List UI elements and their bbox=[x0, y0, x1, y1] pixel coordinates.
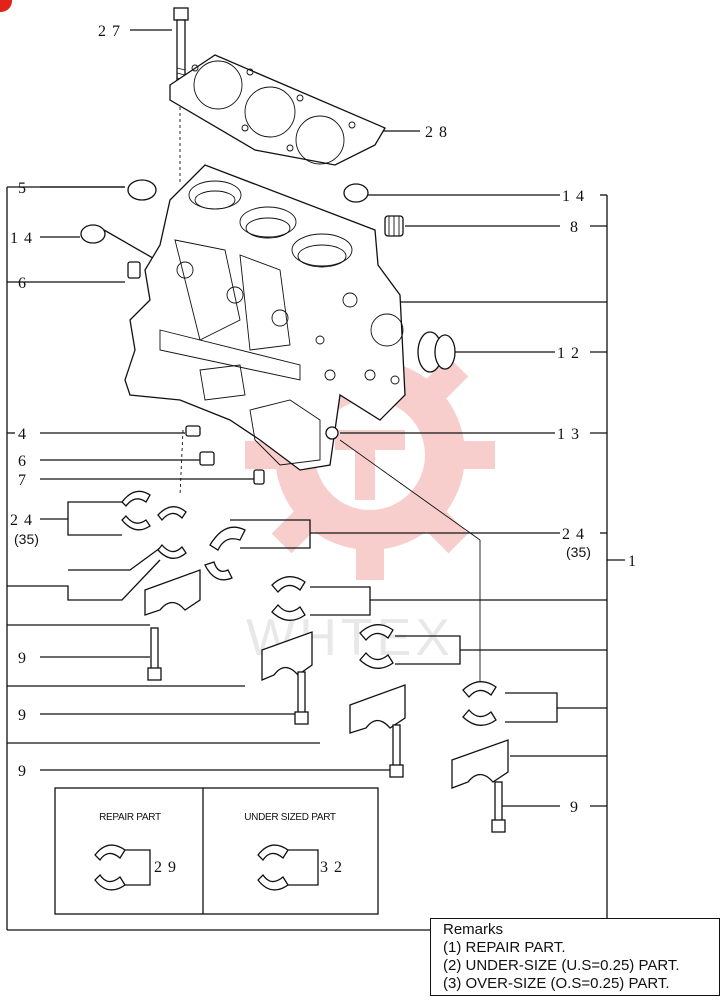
callout-28: 28 bbox=[425, 124, 453, 141]
bearing-cap-1 bbox=[144, 569, 201, 616]
callout-12: 12 bbox=[557, 345, 585, 362]
plug-6-low bbox=[199, 451, 215, 466]
cap-bolt-9-c bbox=[389, 724, 404, 778]
head-bolt-27 bbox=[173, 7, 189, 83]
callout-1: 1 bbox=[628, 553, 642, 570]
bearing-pair-c bbox=[462, 681, 497, 726]
bearing-set-24-right bbox=[204, 526, 246, 581]
sublabel-35-right: (35) bbox=[566, 544, 591, 560]
plug-5 bbox=[127, 179, 157, 201]
plug-8 bbox=[384, 215, 404, 237]
repair-box: REPAIR PART UNDER SIZED PART bbox=[54, 787, 379, 915]
callout-24-left: 24 bbox=[10, 512, 38, 529]
plug-6-top bbox=[127, 261, 141, 279]
callout-6-top: 6 bbox=[18, 275, 32, 292]
head-gasket-28 bbox=[169, 54, 386, 166]
undersized-part-title: UNDER SIZED PART bbox=[244, 812, 336, 823]
bush-12 bbox=[417, 331, 456, 373]
callout-24-right: 24 bbox=[562, 526, 590, 543]
plug-4 bbox=[185, 425, 201, 437]
cylinder-block bbox=[124, 164, 406, 471]
callout-32: 32 bbox=[320, 859, 348, 876]
bearing-cap-3 bbox=[349, 684, 406, 734]
cap-bolt-9-a bbox=[147, 627, 162, 681]
callout-29: 29 bbox=[154, 859, 182, 876]
callout-9-c: 9 bbox=[18, 763, 32, 780]
remarks-line-2: (2) UNDER-SIZE (U.S=0.25) PART. bbox=[443, 957, 680, 974]
bracket-lines bbox=[6, 29, 625, 931]
callout-27: 27 bbox=[98, 23, 126, 40]
repair-part-title: REPAIR PART bbox=[99, 812, 161, 823]
callout-13: 13 bbox=[557, 426, 585, 443]
cap-bolt-9-b bbox=[294, 671, 309, 725]
remarks-line-3: (3) OVER-SIZE (O.S=0.25) PART. bbox=[443, 975, 670, 992]
remarks-box: Remarks (1) REPAIR PART. (2) UNDER-SIZE … bbox=[430, 918, 720, 996]
bearing-cap-4 bbox=[451, 739, 509, 789]
plug-14-right bbox=[343, 183, 369, 203]
remarks-title: Remarks bbox=[443, 921, 504, 938]
callout-6-low: 6 bbox=[18, 453, 32, 470]
callout-9-b: 9 bbox=[18, 707, 32, 724]
callout-14-left: 14 bbox=[10, 230, 38, 247]
callout-7: 7 bbox=[18, 472, 32, 489]
plug-13 bbox=[325, 426, 339, 440]
bearing-pair-a bbox=[271, 576, 306, 621]
cap-bolt-9-d bbox=[491, 781, 506, 833]
callout-14-right: 14 bbox=[562, 188, 590, 205]
bearing-pair-b bbox=[359, 624, 394, 669]
plug-14-left bbox=[80, 224, 106, 244]
plug-7 bbox=[253, 469, 265, 485]
callout-4: 4 bbox=[18, 426, 32, 443]
callout-9-d: 9 bbox=[570, 799, 584, 816]
callout-9-a: 9 bbox=[18, 650, 32, 667]
bearing-set-24-left bbox=[121, 490, 187, 559]
callout-5: 5 bbox=[18, 180, 32, 197]
callout-8: 8 bbox=[570, 219, 584, 236]
remarks-line-1: (1) REPAIR PART. bbox=[443, 939, 566, 956]
sublabel-35-left: (35) bbox=[14, 531, 39, 547]
bearing-cap-2 bbox=[261, 631, 313, 681]
